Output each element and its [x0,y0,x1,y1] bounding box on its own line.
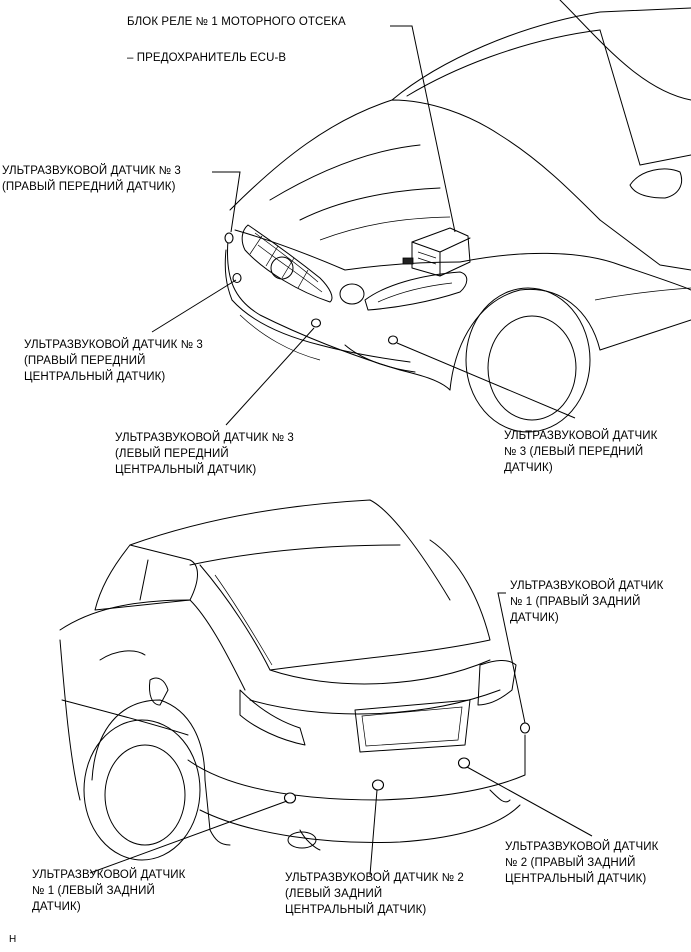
sensor-front-left [387,335,399,345]
label-rear-left-center-sensor: УЛЬТРАЗВУКОВОЙ ДАТЧИК № 2 (ЛЕВЫЙ ЗАДНИЙ … [285,872,464,916]
label-rear-right-center-sensor: УЛЬТРАЗВУКОВОЙ ДАТЧИК № 2 (ПРАВЫЙ ЗАДНИЙ… [505,841,659,885]
front-sensors [224,232,399,345]
label-fuse: – ПРЕДОХРАНИТЕЛЬ ECU-B [127,52,287,64]
sensor-rear-left [283,792,297,804]
sensor-rear-right-center [457,757,471,769]
rear-car-illustration [59,499,526,861]
corner-mark: H [9,934,17,945]
front-car-illustration [224,0,691,433]
label-relay-block: БЛОК РЕЛЕ № 1 МОТОРНОГО ОТСЕКА [127,16,346,28]
label-rear-left-sensor: УЛЬТРАЗВУКОВОЙ ДАТЧИК № 1 (ЛЕВЫЙ ЗАДНИЙ … [32,869,186,913]
label-front-right-center-sensor: УЛЬТРАЗВУКОВОЙ ДАТЧИК № 3 (ПРАВЫЙ ПЕРЕДН… [24,339,203,383]
rear-sensors [283,722,531,804]
front-leader-lines [151,25,576,426]
label-front-right-sensor: УЛЬТРАЗВУКОВОЙ ДАТЧИК № 3 (ПРАВЫЙ ПЕРЕДН… [2,165,181,193]
label-rear-right-sensor: УЛЬТРАЗВУКОВОЙ ДАТЧИК № 1 (ПРАВЫЙ ЗАДНИЙ… [510,580,664,624]
sensor-rear-left-center [371,779,385,791]
label-front-left-sensor: УЛЬТРАЗВУКОВОЙ ДАТЧИК № 3 (ЛЕВЫЙ ПЕРЕДНИ… [504,430,658,474]
sensor-front-right [224,232,234,244]
sensor-rear-right [519,722,531,734]
rear-leader-lines [89,592,593,876]
label-front-left-center-sensor: УЛЬТРАЗВУКОВОЙ ДАТЧИК № 3 (ЛЕВЫЙ ПЕРЕДНИ… [115,432,294,476]
sensor-front-left-center [310,318,322,328]
